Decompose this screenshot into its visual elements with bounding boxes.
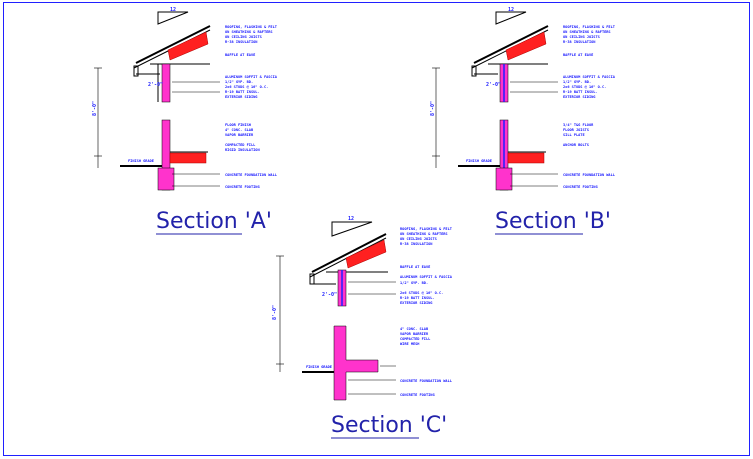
grade-label: FINISH GRADE bbox=[306, 365, 332, 369]
note: VAPOR BARRIER bbox=[225, 133, 254, 137]
note: EXTERIOR SIDING bbox=[225, 95, 257, 99]
note: R-38 INSULATION bbox=[400, 242, 432, 246]
note: CONCRETE FOUNDATION WALL bbox=[400, 379, 453, 383]
note: CONCRETE FOOTING bbox=[400, 393, 435, 397]
note: SILL PLATE bbox=[563, 133, 585, 137]
pitch-label: 12 bbox=[348, 216, 354, 222]
note: CONCRETE FOUNDATION WALL bbox=[225, 173, 278, 177]
note: 1/2" GYP. BD. bbox=[400, 281, 428, 285]
note: CONCRETE FOOTING bbox=[225, 185, 260, 189]
floor-notes: 3/4" T&G FLOOR FLOOR JOISTS SILL PLATE A… bbox=[563, 123, 594, 147]
note: VAPOR BARRIER bbox=[400, 332, 429, 336]
section-b-title: Section 'B' bbox=[495, 209, 611, 234]
note: ON SHEATHING & RAFTERS bbox=[563, 30, 611, 34]
note: ON SHEATHING & RAFTERS bbox=[225, 30, 273, 34]
note: BAFFLE AT EAVE bbox=[225, 53, 255, 57]
wall-notes: ALUMINUM SOFFIT & FASCIA 1/2" GYP. BD. 2… bbox=[563, 75, 616, 99]
roof-notes: ROOFING, FLASHING & FELT ON SHEATHING & … bbox=[225, 25, 277, 57]
note: 4" CONC. SLAB bbox=[400, 327, 429, 331]
note: ALUMINUM SOFFIT & FASCIA bbox=[225, 75, 278, 79]
roof-assembly bbox=[133, 25, 211, 77]
roof-insulation bbox=[345, 239, 387, 269]
note: R-19 BATT INSUL. bbox=[400, 296, 435, 300]
note: 1/2" GYP. BD. bbox=[225, 80, 253, 84]
note: ON CEILING JOISTS bbox=[563, 35, 600, 39]
note: R-19 BATT INSUL. bbox=[225, 90, 260, 94]
eave-dim: 2'-0" bbox=[148, 82, 163, 88]
pitch-label: 12 bbox=[170, 7, 176, 13]
footing-notes: CONCRETE FOUNDATION WALL CONCRETE FOOTIN… bbox=[563, 173, 616, 189]
roof-assembly bbox=[309, 233, 388, 285]
note: R-38 INSULATION bbox=[225, 40, 257, 44]
floor-system bbox=[507, 152, 545, 164]
note: ON CEILING JOISTS bbox=[225, 35, 262, 39]
note: 2x6 STUDS @ 16" O.C. bbox=[400, 291, 443, 295]
section-c-title: Section 'C' bbox=[331, 413, 447, 438]
note: FLOOR JOISTS bbox=[563, 128, 589, 132]
note: COMPACTED FILL bbox=[225, 143, 256, 147]
overall-dimension: 8'-0" bbox=[92, 67, 102, 168]
upper-wall-stud bbox=[161, 63, 171, 103]
overall-dim-label: 8'-0" bbox=[92, 101, 98, 116]
floor-slab bbox=[169, 152, 207, 164]
roof-pitch-symbol: 12 bbox=[495, 7, 527, 25]
note: R-19 BATT INSUL. bbox=[563, 90, 598, 94]
note: R-38 INSULATION bbox=[563, 40, 595, 44]
note: RIGID INSULATION bbox=[225, 148, 260, 152]
roof-notes: ROOFING, FLASHING & FELT ON SHEATHING & … bbox=[400, 227, 452, 269]
note: ALUMINUM SOFFIT & FASCIA bbox=[563, 75, 616, 79]
footing-notes: CONCRETE FOUNDATION WALL CONCRETE FOOTIN… bbox=[400, 379, 453, 397]
eave-dim: 2'-0" bbox=[322, 292, 337, 298]
roof-notes: ROOFING, FLASHING & FELT ON SHEATHING & … bbox=[563, 25, 615, 57]
foundation-wall-slab bbox=[333, 325, 379, 401]
note: ON CEILING JOISTS bbox=[400, 237, 437, 241]
slab-notes: FLOOR FINISH 4" CONC. SLAB VAPOR BARRIER… bbox=[225, 123, 260, 152]
note: EXTERIOR SIDING bbox=[563, 95, 595, 99]
note: 2x6 STUDS @ 16" O.C. bbox=[225, 85, 268, 89]
roof-insulation bbox=[505, 31, 547, 61]
overall-dimension: 8'-0" bbox=[272, 255, 284, 372]
note: 2x6 STUDS @ 16" O.C. bbox=[563, 85, 606, 89]
section-a-title: Section 'A' bbox=[156, 209, 272, 234]
pitch-label: 12 bbox=[508, 7, 514, 13]
note: CONCRETE FOOTING bbox=[563, 185, 598, 189]
roof-pitch-symbol: 12 bbox=[331, 216, 373, 237]
grade-label: FINISH GRADE bbox=[466, 159, 492, 163]
overall-dimension: 8'-0" bbox=[430, 67, 440, 168]
note: ROOFING, FLASHING & FELT bbox=[225, 25, 277, 29]
section-a-detail: 12 2'-0" 8'-0" FINISH GRADE bbox=[92, 7, 278, 191]
note: ANCHOR BOLTS bbox=[563, 143, 589, 147]
note: ROOFING, FLASHING & FELT bbox=[563, 25, 615, 29]
note: 1/2" GYP. BD. bbox=[563, 80, 591, 84]
note: ALUMINUM SOFFIT & FASCIA bbox=[400, 275, 453, 279]
overall-dim-label: 8'-0" bbox=[430, 101, 436, 116]
note: ON SHEATHING & RAFTERS bbox=[400, 232, 448, 236]
note: COMPACTED FILL bbox=[400, 337, 431, 341]
wall-notes: ALUMINUM SOFFIT & FASCIA 1/2" GYP. BD. 2… bbox=[225, 75, 278, 99]
slab-notes: 4" CONC. SLAB VAPOR BARRIER COMPACTED FI… bbox=[400, 327, 431, 346]
sheet-border bbox=[3, 2, 750, 456]
roof-insulation bbox=[167, 31, 209, 61]
section-c-detail: 12 2'-0" 8'-0" FINISH GRADE ROOFING, FLA… bbox=[272, 216, 453, 401]
roof-pitch-symbol: 12 bbox=[157, 7, 189, 25]
note: ROOFING, FLASHING & FELT bbox=[400, 227, 452, 231]
note: EXTERIOR SIDING bbox=[400, 301, 432, 305]
note: BAFFLE AT EAVE bbox=[400, 265, 430, 269]
foundation-footing bbox=[495, 167, 513, 191]
note: 4" CONC. SLAB bbox=[225, 128, 254, 132]
foundation-footing bbox=[157, 167, 175, 191]
grade-label: FINISH GRADE bbox=[128, 159, 154, 163]
note: FLOOR FINISH bbox=[225, 123, 251, 127]
footing-notes: CONCRETE FOUNDATION WALL CONCRETE FOOTIN… bbox=[225, 173, 278, 189]
note: CONCRETE FOUNDATION WALL bbox=[563, 173, 616, 177]
note: WIRE MESH bbox=[400, 342, 419, 346]
overall-dim-label: 8'-0" bbox=[272, 305, 278, 320]
note: BAFFLE AT EAVE bbox=[563, 53, 593, 57]
section-b-detail: 12 2'-0" 8'-0" FINISH GRADE bbox=[430, 7, 616, 191]
roof-assembly bbox=[471, 25, 549, 77]
wall-notes: ALUMINUM SOFFIT & FASCIA 1/2" GYP. BD. 2… bbox=[400, 275, 453, 305]
eave-dim: 2'-0" bbox=[486, 82, 501, 88]
note: 3/4" T&G FLOOR bbox=[563, 123, 594, 127]
